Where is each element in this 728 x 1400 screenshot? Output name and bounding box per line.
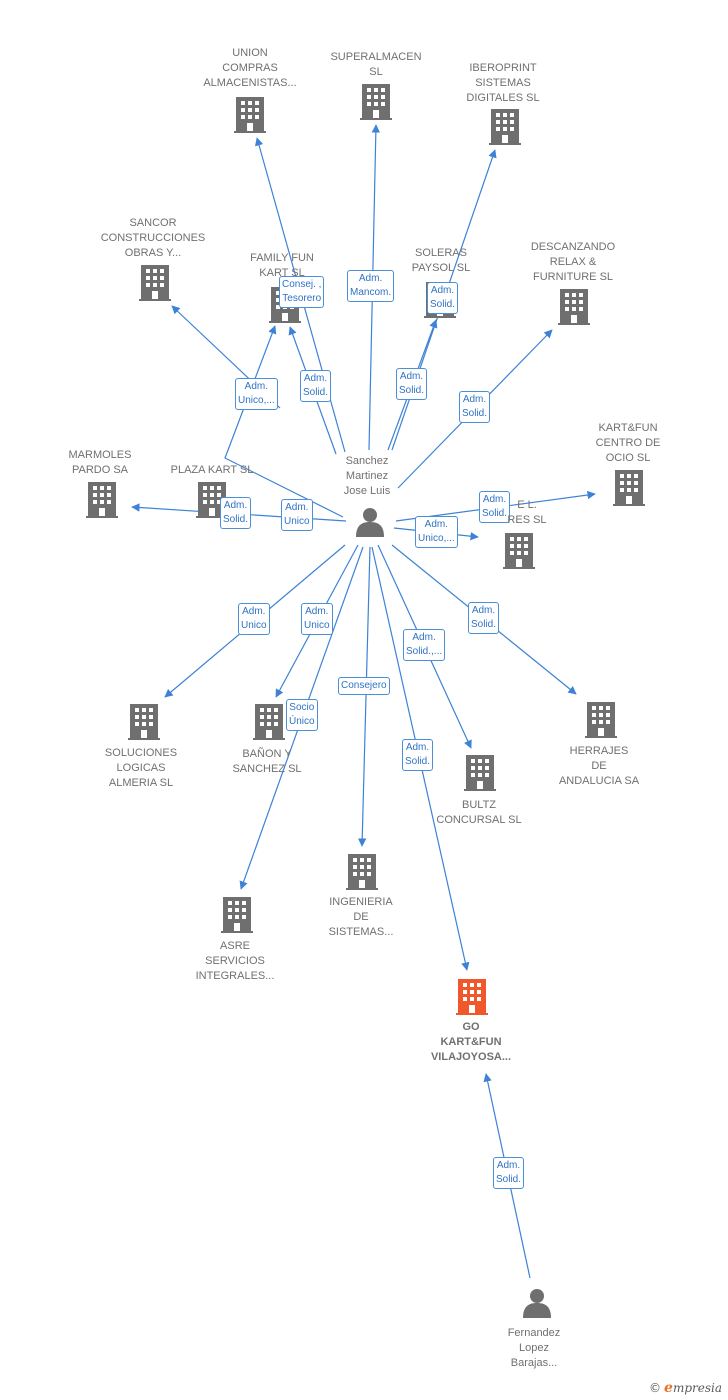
company-label-iberoprint[interactable]: IBEROPRINT SISTEMAS DIGITALES SL (466, 62, 540, 104)
edge-role-label[interactable]: Adm. Solid. (396, 368, 428, 400)
copyright-symbol: © (649, 1381, 662, 1395)
edge-role-label[interactable]: Adm. Solid. (402, 739, 434, 771)
building-icon[interactable] (360, 84, 392, 120)
company-label-gokart[interactable]: GO KART&FUN VILAJOYOSA... (430, 1021, 512, 1063)
edge-role-label[interactable]: Adm. Unico,... (415, 516, 458, 548)
building-icon[interactable] (253, 704, 285, 740)
building-icon[interactable] (221, 897, 253, 933)
person-label-fernandez[interactable]: Fernandez Lopez Barajas... (507, 1327, 561, 1369)
edge-role-label[interactable]: Adm. Solid. (479, 491, 511, 523)
edge-role-label[interactable]: Adm. Solid. (427, 282, 459, 314)
edge-role-label[interactable]: Adm. Unico,... (235, 378, 278, 410)
company-label-bultz[interactable]: BULTZ CONCURSAL SL (436, 799, 522, 826)
brand-initial: e (664, 1380, 673, 1396)
company-label-plazakart[interactable]: PLAZA KART SL (170, 464, 254, 476)
company-label-marmoles[interactable]: MARMOLES PARDO SA (68, 449, 132, 476)
company-label-soluciones[interactable]: SOLUCIONES LOGICAS ALMERIA SL (104, 747, 178, 789)
edge-sanchez-to-plazakart (224, 325, 344, 518)
building-icon[interactable] (613, 470, 645, 506)
company-label-descanzando[interactable]: DESCANZANDO RELAX & FURNITURE SL (530, 241, 616, 283)
company-label-unioncompras[interactable]: UNION COMPRAS ALMACENISTAS... (203, 47, 297, 89)
company-label-eres[interactable]: E L. RES SL (507, 499, 547, 526)
company-label-soleras[interactable]: SOLERAS PAYSOL SL (411, 247, 471, 274)
edge-role-label[interactable]: Adm. Unico (281, 499, 313, 531)
company-label-ingenieria[interactable]: INGENIERIA DE SISTEMAS... (328, 896, 394, 938)
edge-sanchez-to-ingenieria (358, 546, 371, 847)
brand-name: mpresia (672, 1381, 722, 1395)
building-icon[interactable] (558, 289, 590, 325)
company-label-herrajes[interactable]: HERRAJES DE ANDALUCIA SA (558, 745, 640, 787)
building-icon[interactable] (234, 97, 266, 133)
edge-role-label[interactable]: Adm. Unico (301, 603, 333, 635)
edge-role-label[interactable]: Consej. , Tesorero (279, 276, 325, 308)
edge-role-label[interactable]: Adm. Solid. (459, 391, 491, 423)
company-label-sancor[interactable]: SANCOR CONSTRUCCIONES OBRAS Y... (100, 217, 206, 259)
building-icon[interactable] (346, 854, 378, 890)
edge-role-label[interactable]: Adm. Solid. (493, 1157, 525, 1189)
person-icon[interactable] (523, 1289, 551, 1318)
company-label-familyfun[interactable]: FAMILY FUN KART SL (250, 252, 314, 279)
edge-role-label[interactable]: Adm. Solid. (220, 497, 252, 529)
building-icon[interactable] (585, 702, 617, 738)
edge-role-label[interactable]: Adm. Solid.,... (403, 629, 446, 661)
edge-role-label[interactable]: Consejero (338, 677, 390, 695)
building-icon[interactable] (139, 265, 171, 301)
edge-role-label[interactable]: Adm. Solid. (300, 370, 332, 402)
building-icon[interactable] (128, 704, 160, 740)
person-label-sanchez[interactable]: Sanchez Martinez Jose Luis (343, 455, 391, 497)
building-icon[interactable] (456, 979, 488, 1015)
edge-role-label[interactable]: Adm. Unico (238, 603, 270, 635)
building-icon[interactable] (503, 533, 535, 569)
building-icon[interactable] (489, 109, 521, 145)
company-label-asre[interactable]: ASRE SERVICIOS INTEGRALES... (195, 940, 275, 982)
edge-role-label[interactable]: Socio Único (286, 699, 318, 731)
building-icon[interactable] (86, 482, 118, 518)
person-icon[interactable] (356, 508, 384, 537)
building-icon[interactable] (464, 755, 496, 791)
edge-role-label[interactable]: Adm. Solid. (468, 602, 500, 634)
company-label-superalmacen[interactable]: SUPERALMACEN SL (330, 51, 422, 78)
brand-watermark: ©empresia (649, 1380, 722, 1396)
company-label-banon[interactable]: BAÑON Y SANCHEZ SL (232, 748, 302, 775)
edge-role-label[interactable]: Adm. Mancom. (347, 270, 395, 302)
company-label-kartfunocio[interactable]: KART&FUN CENTRO DE OCIO SL (595, 422, 661, 464)
